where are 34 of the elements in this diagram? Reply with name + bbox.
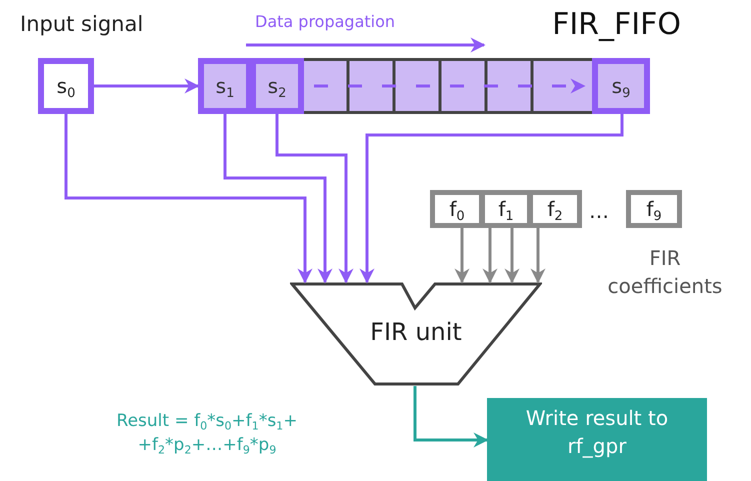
process-box bbox=[487, 398, 707, 481]
coefficient-box bbox=[626, 190, 682, 228]
arrow bbox=[504, 228, 520, 284]
register-box bbox=[250, 58, 304, 114]
arrow bbox=[530, 228, 546, 284]
direction-label: Data propagation bbox=[255, 11, 396, 33]
register-box bbox=[592, 58, 650, 114]
input-label: Input signal bbox=[20, 12, 144, 36]
ellipsis: … bbox=[589, 198, 609, 225]
register-box bbox=[198, 58, 252, 114]
arrow bbox=[276, 114, 354, 284]
arrow bbox=[94, 78, 200, 94]
caption: FIR coefficients bbox=[606, 245, 724, 300]
fir-unit-shape bbox=[290, 282, 542, 386]
node-label: Write result to rf_gpr bbox=[524, 405, 670, 460]
node-label: s$_{2}$ bbox=[268, 74, 286, 98]
node-label: f$_{2}$ bbox=[547, 197, 563, 221]
arrow bbox=[360, 114, 624, 284]
arrow bbox=[64, 114, 312, 284]
arrow bbox=[482, 228, 498, 284]
node-label: f$_{1}$ bbox=[498, 197, 514, 221]
node-label: FIR unit bbox=[370, 318, 462, 346]
arrow bbox=[454, 228, 470, 284]
buffer-title: FIR_FIFO bbox=[552, 7, 681, 42]
register-box bbox=[38, 58, 94, 114]
node-label: f$_{0}$ bbox=[449, 197, 465, 221]
dashed-arrow bbox=[314, 78, 586, 94]
formula: Result = f$_{0}$*s$_{0}$+f$_{1}$*s$_{1}$+ +f$_{2}$*p$_{2}$+…+f$_{9}$*p$_{9}$ bbox=[116, 410, 298, 458]
arrow bbox=[414, 386, 488, 448]
node-label: s$_{9}$ bbox=[612, 74, 630, 98]
node-label: s$_{1}$ bbox=[216, 74, 234, 98]
node-label: s$_{0}$ bbox=[56, 74, 76, 98]
arrow bbox=[224, 114, 332, 284]
node-label: f$_{9}$ bbox=[646, 197, 662, 221]
